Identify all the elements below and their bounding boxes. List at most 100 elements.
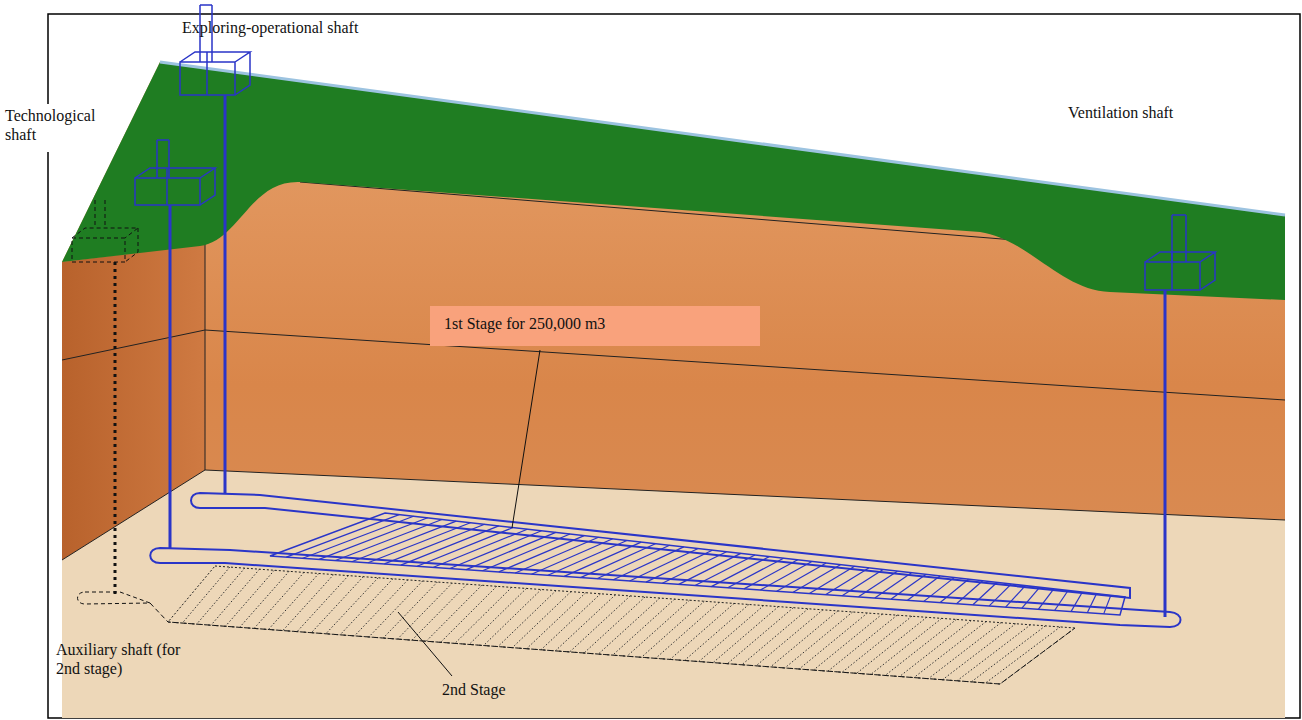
leader-lines	[398, 350, 540, 676]
hatch-line	[670, 603, 734, 659]
hatch-line	[842, 616, 912, 672]
hatch-line	[326, 578, 378, 634]
callout-text: 1st Stage for 250,000 m3	[444, 314, 746, 333]
hatch-line	[679, 553, 741, 584]
hatch-line	[515, 537, 598, 573]
hatch-line	[613, 599, 675, 655]
hatch-line	[656, 602, 719, 658]
hatch-line	[412, 584, 467, 640]
hatch-line	[986, 627, 1060, 683]
hatch-line	[570, 596, 631, 652]
hatch-line	[646, 550, 712, 582]
hatch-line	[426, 585, 482, 641]
hatch-line	[900, 621, 972, 677]
hatch-line	[197, 568, 245, 624]
hatch-line	[369, 581, 423, 637]
hatch-line	[859, 571, 898, 597]
hatch-line	[943, 624, 1016, 680]
hatch-line	[1038, 589, 1054, 609]
sky-edge	[160, 62, 1285, 215]
hatch-line	[598, 598, 660, 654]
hatch-line	[826, 568, 869, 595]
hatch-line	[914, 622, 986, 678]
hatch-line	[597, 545, 670, 578]
stage-callout-box: 1st Stage for 250,000 m3	[430, 306, 760, 346]
hatch-line	[401, 526, 499, 565]
headframes	[135, 5, 1215, 290]
hatch-line	[455, 587, 512, 643]
hatch-line	[297, 576, 348, 632]
hatch-line	[564, 542, 641, 576]
hatch-line	[368, 523, 470, 563]
hatch-line	[699, 606, 764, 662]
hatch-line	[225, 570, 274, 626]
hatch-line	[1087, 594, 1096, 613]
hatch-line	[641, 601, 704, 657]
hatch-line	[630, 549, 699, 582]
first-stage-drifts	[286, 515, 1111, 614]
hatch-line	[728, 558, 784, 588]
hatch-line	[957, 625, 1031, 681]
hatch-line	[684, 605, 748, 661]
hatch-line	[499, 536, 584, 572]
hatch-line	[240, 571, 289, 627]
hatch-line	[466, 532, 556, 569]
hatch-line	[355, 580, 408, 636]
hatch-line	[971, 626, 1045, 682]
repository-floor	[62, 470, 1285, 718]
hatch-line	[885, 619, 956, 675]
hatch-line	[908, 576, 941, 600]
hatch-line	[469, 588, 526, 644]
hatch-line	[555, 595, 615, 651]
second-stage-drifts	[182, 567, 1060, 683]
first-stage-outline	[270, 513, 1125, 615]
hatch-line	[695, 555, 755, 586]
hatch-line	[283, 575, 334, 631]
hatch-line	[1055, 591, 1069, 611]
hatch-line	[809, 566, 854, 593]
hatch-line	[711, 557, 769, 587]
hatch-line	[1071, 592, 1082, 611]
hatch-line	[613, 547, 684, 580]
hatch-line	[484, 590, 542, 646]
shaft-label: Ventilation shaft	[1068, 103, 1228, 122]
hatch-line	[842, 570, 883, 596]
hatch-line	[662, 552, 726, 583]
shaft-label: Auxiliary shaft (for 2nd stage)	[56, 640, 186, 678]
shafts	[170, 95, 1165, 617]
second-stage-outline	[168, 566, 1075, 684]
hatch-line	[498, 591, 556, 647]
hatch-line	[182, 567, 230, 623]
hatch-line	[512, 592, 571, 648]
hatch-line	[340, 579, 393, 635]
hatch-line	[398, 583, 453, 639]
hatch-line	[627, 600, 690, 656]
stage-label: 2nd Stage	[442, 680, 562, 699]
hatch-line	[450, 531, 542, 569]
hatch-line	[268, 574, 318, 630]
hatch-line	[875, 573, 912, 598]
shaft-label: Exploring-operational shaft	[182, 18, 422, 37]
hatch-line	[713, 607, 778, 663]
frame	[48, 14, 1300, 718]
hatch-line	[891, 574, 926, 599]
hatch-line	[383, 582, 437, 638]
hatch-line	[311, 577, 363, 633]
hatch-line	[584, 597, 645, 653]
hatch-line	[928, 623, 1001, 679]
hatch-line	[581, 544, 656, 578]
hatch-line	[989, 584, 1011, 606]
hatch-line	[1104, 595, 1111, 614]
hatch-line	[254, 572, 304, 628]
hatch-line	[857, 617, 927, 673]
hatch-line	[417, 528, 513, 567]
hatch-line	[211, 569, 260, 625]
hatch-line	[1022, 587, 1040, 608]
hatch-line	[871, 618, 942, 674]
hatch-line	[957, 581, 983, 604]
shaft-label: Technological shaft	[5, 106, 103, 144]
hatch-line	[434, 529, 528, 567]
hatch-line	[828, 615, 897, 671]
hatch-line	[940, 579, 968, 602]
